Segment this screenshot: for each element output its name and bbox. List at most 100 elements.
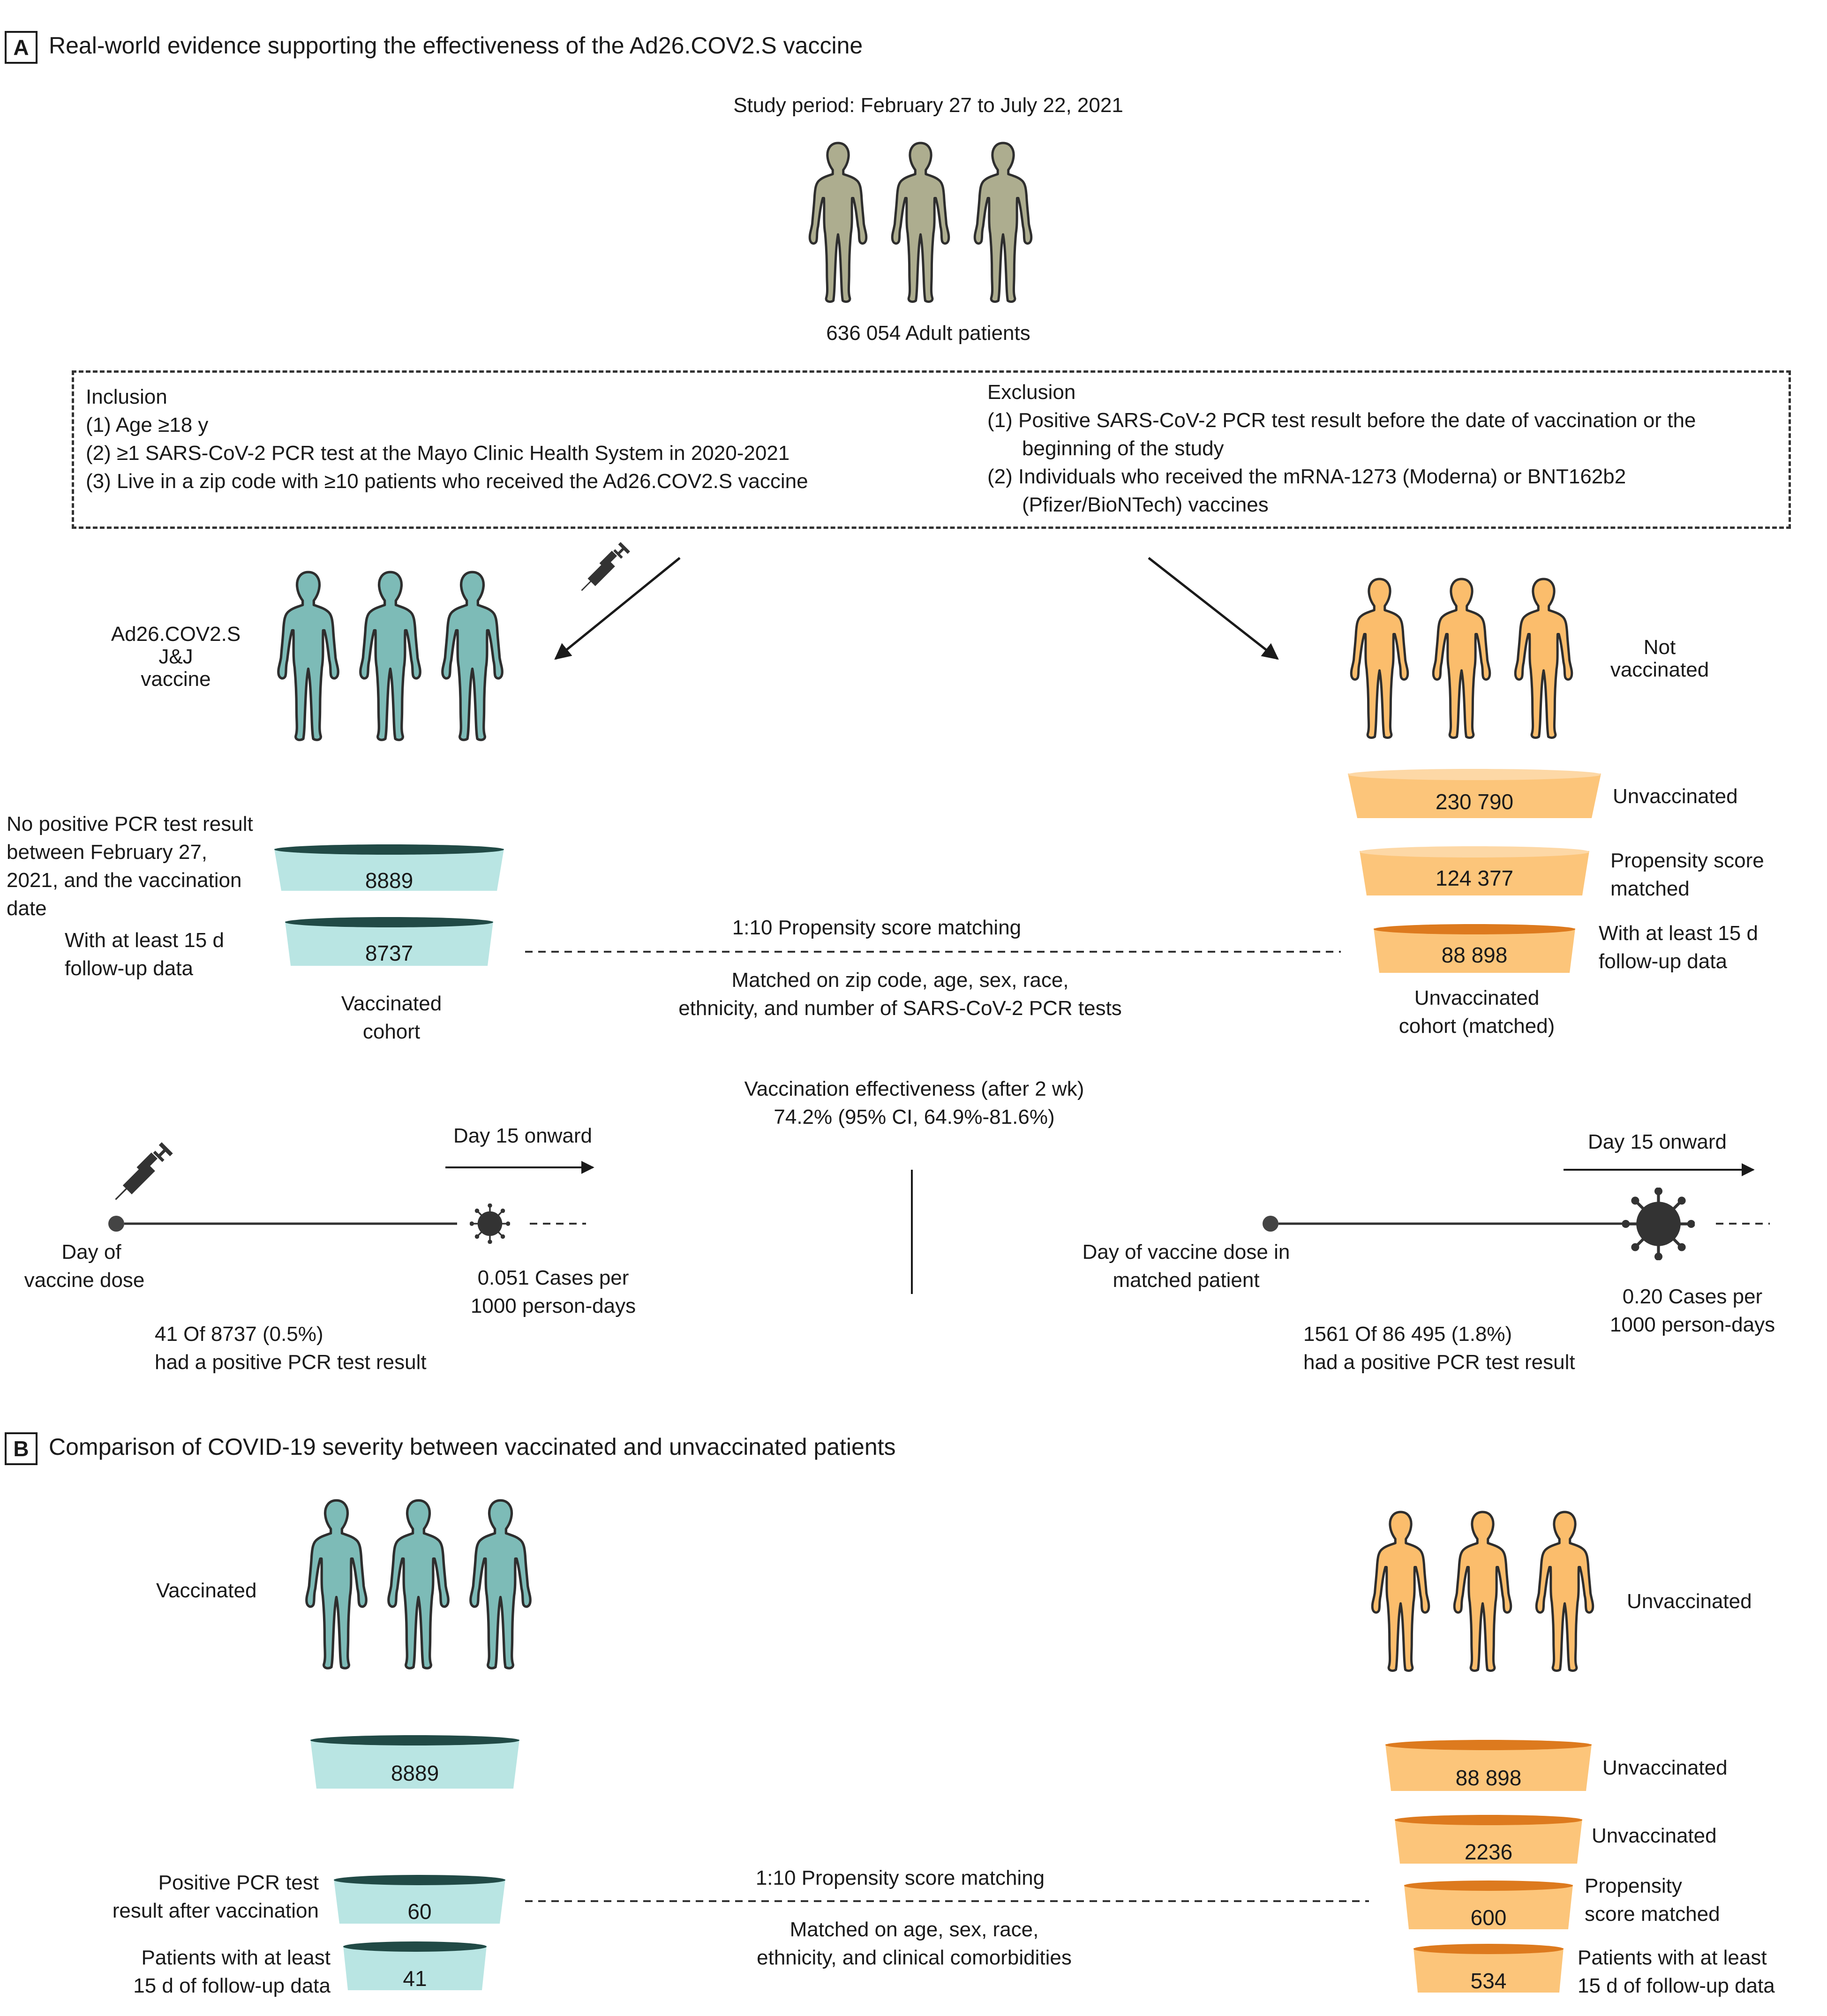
- exclusion-item: (1) Positive SARS-CoV-2 PCR test result …: [987, 409, 1696, 432]
- timeline-day15-label: Day 15 onward: [453, 1124, 592, 1147]
- vaccinated-bar2-note: follow-up data: [65, 957, 193, 980]
- person-icon: [443, 572, 502, 740]
- b-unvaccinated-bar4-value: 534: [1470, 1969, 1507, 1993]
- bar-b-vaccinated-41: [343, 1941, 487, 1990]
- inclusion-heading: Inclusion: [86, 385, 167, 408]
- bar-unvaccinated-124377: [1360, 846, 1589, 895]
- effectiveness-label: Vaccination effectiveness (after 2 wk): [744, 1077, 1084, 1100]
- panel-a-letter: A: [5, 31, 38, 64]
- person-icon-group-b-unvaccinated: [1372, 1512, 1593, 1671]
- vaccine-label: Ad26.COV2.S: [111, 623, 241, 646]
- person-icon: [278, 572, 338, 740]
- timeline-cases-label: 0.051 Cases per: [477, 1266, 629, 1289]
- bar-b-unvaccinated-88898: [1385, 1740, 1592, 1791]
- person-icon-group-vaccinated: [278, 572, 502, 740]
- timeline-cases-label: 0.20 Cases per: [1622, 1285, 1763, 1308]
- vaccinated-bar1-value: 8889: [365, 868, 414, 893]
- timeline-vaccinated: [108, 1161, 594, 1244]
- person-icon: [1454, 1512, 1511, 1671]
- timeline-result: 41 Of 8737 (0.5%): [155, 1323, 323, 1346]
- b-vaccinated-bar2-note: Positive PCR test: [158, 1871, 319, 1894]
- vaccinated-bar2-value: 8737: [365, 941, 414, 965]
- not-vaccinated-label: Not: [1643, 636, 1676, 659]
- person-icon: [361, 572, 420, 740]
- b-unvaccinated-bar1-note: Unvaccinated: [1602, 1756, 1728, 1779]
- b-vaccinated-bar3-note: 15 d of follow-up data: [133, 1974, 331, 1997]
- person-icon-group-all-patients: [810, 143, 1031, 302]
- b-unvaccinated-bar3-note: Propensity: [1585, 1874, 1682, 1897]
- person-icon: [1372, 1512, 1429, 1671]
- inclusion-item: (1) Age ≥18 y: [86, 414, 209, 436]
- b-unvaccinated-label: Unvaccinated: [1627, 1590, 1752, 1613]
- b-unvaccinated-bar4-note: Patients with at least: [1578, 1946, 1767, 1969]
- b-unvaccinated-bar4-note: 15 d of follow-up data: [1578, 1974, 1775, 1997]
- b-vaccinated-bar1-value: 8889: [391, 1761, 439, 1785]
- b-vaccinated-bar3-note: Patients with at least: [141, 1946, 331, 1969]
- not-vaccinated-label: vaccinated: [1610, 658, 1709, 681]
- vaccinated-bar1-note: date: [7, 897, 47, 920]
- b-vaccinated-bar2-value: 60: [407, 1899, 432, 1924]
- vaccinated-bar1-note: 2021, and the vaccination: [7, 869, 242, 892]
- timeline-unvaccinated: [1263, 1163, 1770, 1260]
- vaccinated-cohort-label: cohort: [362, 1020, 421, 1043]
- syringe-icon: [116, 1143, 172, 1199]
- bar-b-vaccinated-60: [334, 1875, 505, 1924]
- unvaccinated-bar3-note: follow-up data: [1599, 950, 1727, 973]
- timeline-result: 1561 Of 86 495 (1.8%): [1303, 1323, 1512, 1346]
- timeline-result: had a positive PCR test result: [155, 1351, 427, 1374]
- vaccine-label: vaccine: [141, 668, 211, 691]
- vaccinated-bar1-note: between February 27,: [7, 841, 208, 864]
- b-unvaccinated-bar2-note: Unvaccinated: [1592, 1824, 1717, 1847]
- matching-title: 1:10 Propensity score matching: [732, 916, 1022, 939]
- effectiveness-value: 74.2% (95% CI, 64.9%-81.6%): [774, 1106, 1055, 1128]
- unvaccinated-cohort-label: Unvaccinated: [1414, 986, 1540, 1009]
- unvaccinated-bar2-note: Propensity score: [1610, 849, 1764, 872]
- person-icon: [471, 1500, 530, 1668]
- syringe-icon: [582, 543, 629, 591]
- b-vaccinated-bar3-value: 41: [403, 1966, 427, 1991]
- timeline-start-label: vaccine dose: [24, 1269, 145, 1292]
- bar-b-unvaccinated-534: [1413, 1944, 1564, 1993]
- vaccinated-cohort-label: Vaccinated: [341, 992, 442, 1015]
- b-matching-detail: ethnicity, and clinical comorbidities: [757, 1946, 1072, 1969]
- vaccinated-bar2-note: With at least 15 d: [65, 929, 224, 952]
- bar-vaccinated-8737: [285, 917, 493, 966]
- arrow-to-vaccinated: [554, 557, 681, 660]
- vaccinated-bar1-note: No positive PCR test result: [7, 812, 253, 835]
- unvaccinated-bar2-value: 124 377: [1435, 866, 1514, 890]
- unvaccinated-bar3-note: With at least 15 d: [1599, 922, 1758, 945]
- panel-a-title: Real-world evidence supporting the effec…: [49, 32, 863, 59]
- timeline-result: had a positive PCR test result: [1303, 1351, 1575, 1374]
- unvaccinated-bar1-value: 230 790: [1435, 790, 1514, 814]
- panel-b-title: Comparison of COVID-19 severity between …: [49, 1434, 896, 1460]
- virus-icon: [1622, 1188, 1695, 1260]
- exclusion-item: beginning of the study: [1022, 437, 1224, 460]
- b-matching-detail: Matched on age, sex, race,: [789, 1918, 1039, 1941]
- matching-detail: Matched on zip code, age, sex, race,: [731, 969, 1069, 992]
- person-icon: [892, 143, 948, 302]
- vaccine-label: J&J: [158, 645, 193, 668]
- arrow-to-unvaccinated: [1148, 557, 1279, 660]
- inclusion-item: (3) Live in a zip code with ≥10 patients…: [86, 470, 808, 493]
- person-icon: [1351, 579, 1407, 738]
- unvaccinated-bar3-value: 88 898: [1441, 943, 1508, 967]
- study-period: Study period: February 27 to July 22, 20…: [733, 94, 1123, 117]
- virus-icon: [470, 1204, 510, 1244]
- b-unvaccinated-bar1-value: 88 898: [1455, 1766, 1522, 1790]
- person-icon: [389, 1500, 448, 1668]
- b-unvaccinated-bar2-value: 2236: [1464, 1840, 1513, 1864]
- exclusion-item: (Pfizer/BioNTech) vaccines: [1022, 493, 1269, 516]
- person-icon: [1433, 579, 1489, 738]
- timeline-start-label: Day of: [61, 1241, 121, 1264]
- b-vaccinated-label: Vaccinated: [156, 1579, 257, 1602]
- bar-b-unvaccinated-600: [1404, 1881, 1573, 1929]
- timeline-day15-label: Day 15 onward: [1588, 1130, 1727, 1153]
- bar-unvaccinated-230790: [1348, 769, 1601, 818]
- exclusion-item: (2) Individuals who received the mRNA-12…: [987, 465, 1626, 488]
- person-icon: [1536, 1512, 1593, 1671]
- person-icon-group-not-vaccinated: [1351, 579, 1571, 738]
- person-icon: [307, 1500, 366, 1668]
- timeline-start-label: Day of vaccine dose in: [1082, 1241, 1290, 1264]
- criteria-box: [72, 370, 1791, 529]
- b-unvaccinated-bar3-note: score matched: [1585, 1903, 1720, 1926]
